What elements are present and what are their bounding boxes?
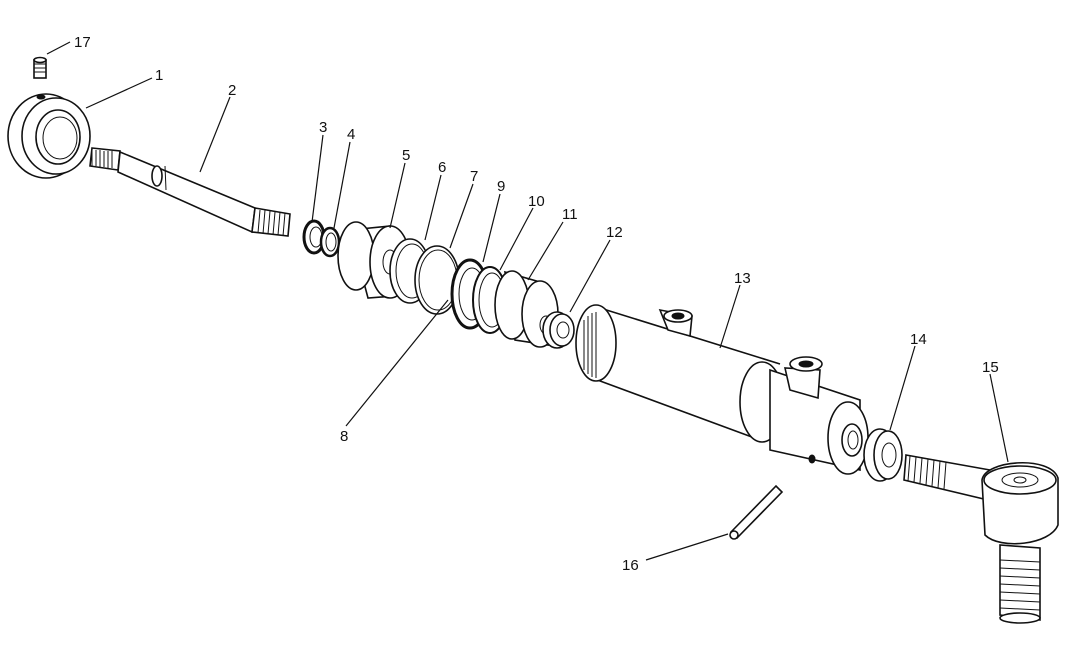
callout-4: 4 [347, 126, 355, 143]
part-13-cylinder-body [575, 304, 869, 475]
part-1-end-housing [7, 93, 91, 179]
callout-2: 2 [228, 82, 236, 99]
part-15-ball-joint [903, 454, 1059, 624]
part-14-lock-nut [863, 428, 903, 482]
leader-lines [46, 41, 1009, 561]
callout-11: 11 [562, 206, 578, 223]
callout-1: 1 [155, 67, 163, 84]
callout-6: 6 [438, 159, 446, 176]
callout-3: 3 [319, 119, 327, 136]
callout-14: 14 [910, 331, 927, 348]
callout-12: 12 [606, 224, 623, 241]
part-17-grub-screw [33, 56, 47, 79]
callout-13: 13 [734, 270, 751, 287]
callout-7: 7 [470, 168, 478, 185]
part-12-piston-nut [542, 311, 575, 349]
callout-15: 15 [982, 359, 999, 376]
callout-labels: 17 1 2 3 4 5 6 7 9 10 11 12 13 14 15 8 1… [74, 34, 999, 574]
callout-16: 16 [622, 557, 639, 574]
part-4-rod-seal [319, 226, 341, 258]
callout-5: 5 [402, 147, 410, 164]
callout-9: 9 [497, 178, 505, 195]
part-3-wiper-seal [302, 219, 326, 255]
callout-10: 10 [528, 193, 545, 210]
callout-17: 17 [74, 34, 91, 51]
part-16-pin [729, 484, 784, 540]
part-2-piston-rod [89, 147, 291, 237]
callout-8: 8 [340, 428, 348, 445]
